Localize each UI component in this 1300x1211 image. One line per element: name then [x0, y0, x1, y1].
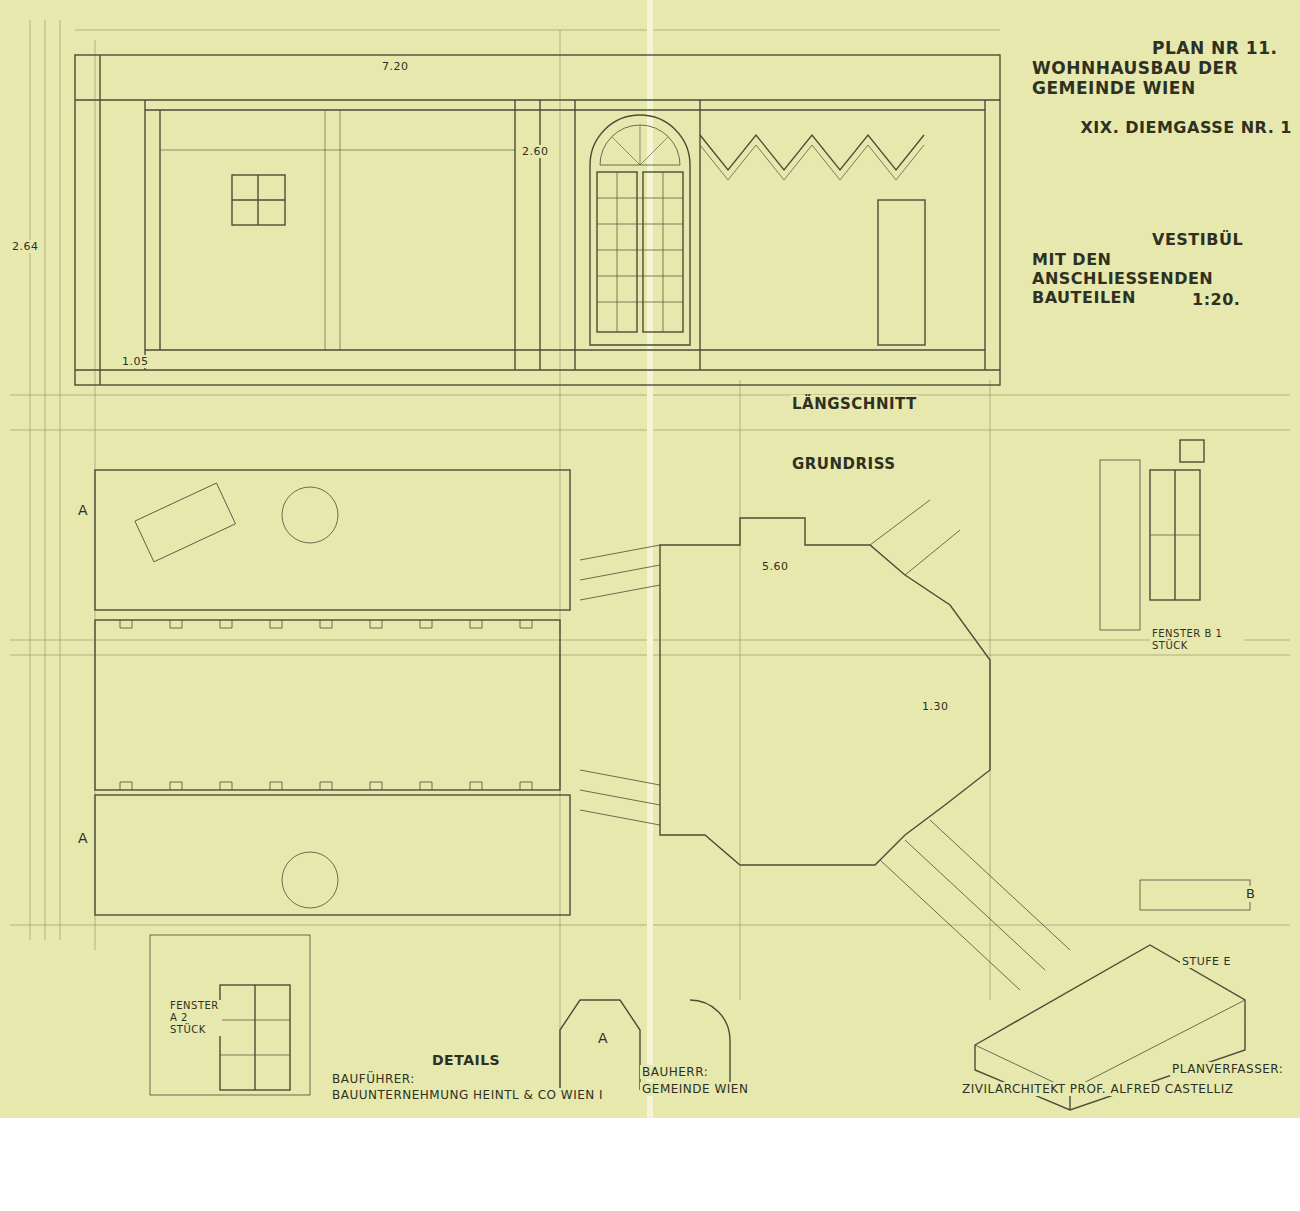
- plan-lettering: XIX. DIEMGASSE NR. 1: [1079, 118, 1295, 137]
- plan-title: PLAN NR 11.: [1150, 38, 1279, 58]
- dimension: 2.60: [520, 145, 551, 158]
- plan-lettering: PLANVERFASSER:: [1170, 1062, 1285, 1076]
- part-letter: A: [76, 502, 90, 519]
- plan-lettering: FENSTER B 1 STÜCK: [1150, 628, 1244, 652]
- part-letter: A: [596, 1030, 610, 1047]
- dimension: 1.05: [120, 355, 151, 368]
- plan-lettering: GRUNDRISS: [790, 455, 898, 473]
- dimension: 5.60: [760, 560, 791, 573]
- plan-lettering: WOHNHAUSBAU DER GEMEINDE WIEN: [1030, 58, 1274, 99]
- dimension: 1.30: [920, 700, 951, 713]
- photo-border: [0, 1118, 1300, 1211]
- dimension: 2.64: [10, 240, 41, 253]
- plan-lettering: BAUFÜHRER:: [330, 1072, 417, 1086]
- part-letter: A: [76, 830, 90, 847]
- plan-lettering: BAUUNTERNEHMUNG HEINTL & CO WIEN I: [330, 1088, 605, 1102]
- plan-lettering: ZIVILARCHITEKT PROF. ALFRED CASTELLIZ: [960, 1082, 1236, 1096]
- part-letter: B: [1244, 886, 1257, 902]
- plan-lettering: MIT DEN ANSCHLIESSENDEN BAUTEILEN: [1030, 250, 1294, 308]
- plan-lettering: LÄNGSCHNITT: [790, 395, 919, 413]
- plan-lettering: DETAILS: [430, 1052, 502, 1069]
- plan-lettering: VESTIBÜL: [1150, 230, 1245, 249]
- plan-lettering: 1:20.: [1190, 290, 1242, 309]
- plan-lettering: GEMEINDE WIEN: [640, 1082, 750, 1096]
- plan-lettering: FENSTER A 2 STÜCK: [168, 1000, 222, 1036]
- dimension: 7.20: [380, 60, 411, 73]
- plan-lettering: BAUHERR:: [640, 1065, 710, 1079]
- plan-lettering: STUFE E: [1180, 955, 1233, 968]
